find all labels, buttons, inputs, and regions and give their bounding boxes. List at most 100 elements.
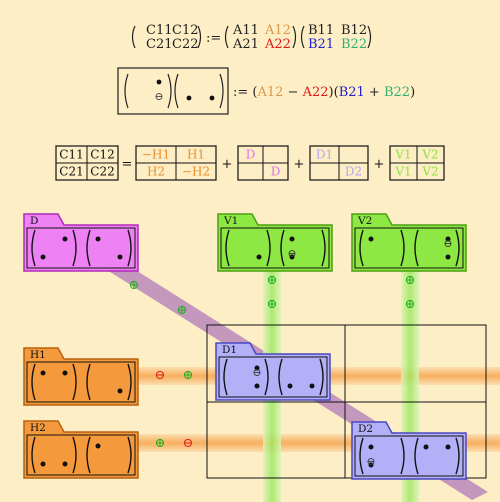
matrix-dot (117, 254, 123, 260)
product-inner-frame (26, 434, 136, 476)
minus-sign-icon: ⊖ (252, 366, 261, 379)
paren-left (280, 229, 285, 267)
definition-term: B22 (384, 85, 410, 100)
paren-right (127, 436, 132, 474)
a22-label: A22 (264, 37, 291, 52)
d12-grid-cell: D2 (345, 165, 362, 179)
plus-sign-icon: ⊕ (267, 297, 278, 312)
definition-term: + (365, 85, 384, 100)
plus-sign-icon: ⊕ (129, 278, 140, 293)
paren-left (359, 229, 364, 267)
minus-sign-icon: ⊖ (366, 455, 375, 468)
matrix-dot (445, 444, 451, 450)
matrix-dot (287, 383, 293, 389)
paren-left (31, 363, 36, 401)
matrix-dot (368, 462, 374, 468)
paren-right (72, 229, 77, 267)
band-signs: ⊕⊕⊖⊕⊕⊖⊕⊕⊕⊕ (129, 273, 416, 451)
v-grid-cell: V1 (394, 148, 411, 162)
h-grid-cell: −H1 (142, 148, 170, 162)
paren-right (127, 229, 132, 267)
pattern-formula: := (A12 − A22)(B21 + B22) (233, 85, 415, 100)
c21-label: C21 (146, 37, 173, 52)
matrix-dot (62, 461, 68, 467)
d-grid-cell: D (271, 165, 281, 179)
matrix-dot (62, 236, 68, 242)
matrix-dot (40, 461, 46, 467)
matrix-dot (289, 236, 295, 242)
matrix-dot (62, 370, 68, 376)
paren-right (455, 229, 460, 267)
c-matrix: C11 C12 C21 C22 (131, 23, 202, 52)
minus-sign-icon: ⊖ (443, 237, 452, 250)
matrix-dot (445, 254, 451, 260)
d12-grid-cell: D1 (316, 148, 333, 162)
matrix-dot (40, 370, 46, 376)
plus-sign-icon: ⊕ (405, 297, 416, 312)
product-label: D (30, 215, 38, 227)
paren-left (86, 363, 91, 401)
plus-sign: + (374, 157, 385, 172)
plus-sign: + (222, 157, 233, 172)
definition-term: B21 (339, 85, 365, 100)
matrix-dot (423, 444, 429, 450)
b22-label: B22 (341, 37, 367, 52)
product-inner-frame (220, 227, 330, 269)
definition-term: ) (410, 85, 415, 100)
matrix-dot (254, 365, 260, 371)
paren-right (264, 358, 269, 396)
pattern-definition: ⊖ := (A12 − A22)(B21 + B22) (117, 67, 415, 115)
minus-sign-icon: ⊖ (183, 436, 194, 451)
matrix-dot (95, 236, 101, 242)
plus-sign-icon: ⊕ (183, 368, 194, 383)
plus-sign-icon: ⊕ (405, 273, 416, 288)
paren-left (223, 358, 228, 396)
paren-left (414, 437, 419, 475)
product-h2: H2 (23, 420, 139, 479)
h-grid-cell: H2 (147, 165, 165, 179)
v-grid-cell: V2 (421, 165, 438, 179)
paren-right (400, 229, 405, 267)
plus-sign-icon: ⊕ (177, 303, 188, 318)
pattern-dot (186, 95, 192, 101)
result-grid (206, 324, 487, 479)
paren-right (127, 363, 132, 401)
minus-sign-icon: ⊖ (287, 247, 296, 260)
a11-label: A11 (232, 23, 259, 38)
paren-right (72, 436, 77, 474)
matrix-dot (254, 383, 260, 389)
definition-term: A12 (256, 85, 283, 100)
product-label: H1 (30, 349, 46, 361)
matrix-dot (309, 383, 315, 389)
matrix-dot (95, 443, 101, 449)
b11-label: B11 (308, 23, 334, 38)
product-label: D1 (222, 344, 237, 356)
product-label: H2 (30, 422, 46, 434)
h-grid-cell: −H2 (182, 165, 210, 179)
v-grid-cell: V2 (421, 148, 438, 162)
b21-label: B21 (308, 37, 334, 52)
paren-left (225, 229, 230, 267)
paren-left (31, 436, 36, 474)
product-inner-frame (26, 361, 136, 403)
b-matrix: B11 B12 B21 B22 (300, 23, 372, 52)
product-label: D2 (358, 423, 373, 435)
assign-symbol: := (206, 31, 221, 46)
product-inner-frame (26, 227, 136, 269)
product-v1: V1⊖ (217, 213, 333, 272)
product-inner-frame (354, 435, 464, 477)
v-grid-cell: V1 (394, 165, 411, 179)
product-h1: H1 (23, 347, 139, 406)
pattern-dot (156, 79, 162, 85)
plus-sign-icon: ⊕ (155, 436, 166, 451)
paren-left (31, 229, 36, 267)
paren-left (86, 436, 91, 474)
paren-right (400, 437, 405, 475)
definition-term: := ( (233, 85, 257, 100)
product-d: D (23, 213, 139, 272)
paren-right (455, 437, 460, 475)
pattern-minus-sign: ⊖ (154, 90, 163, 103)
